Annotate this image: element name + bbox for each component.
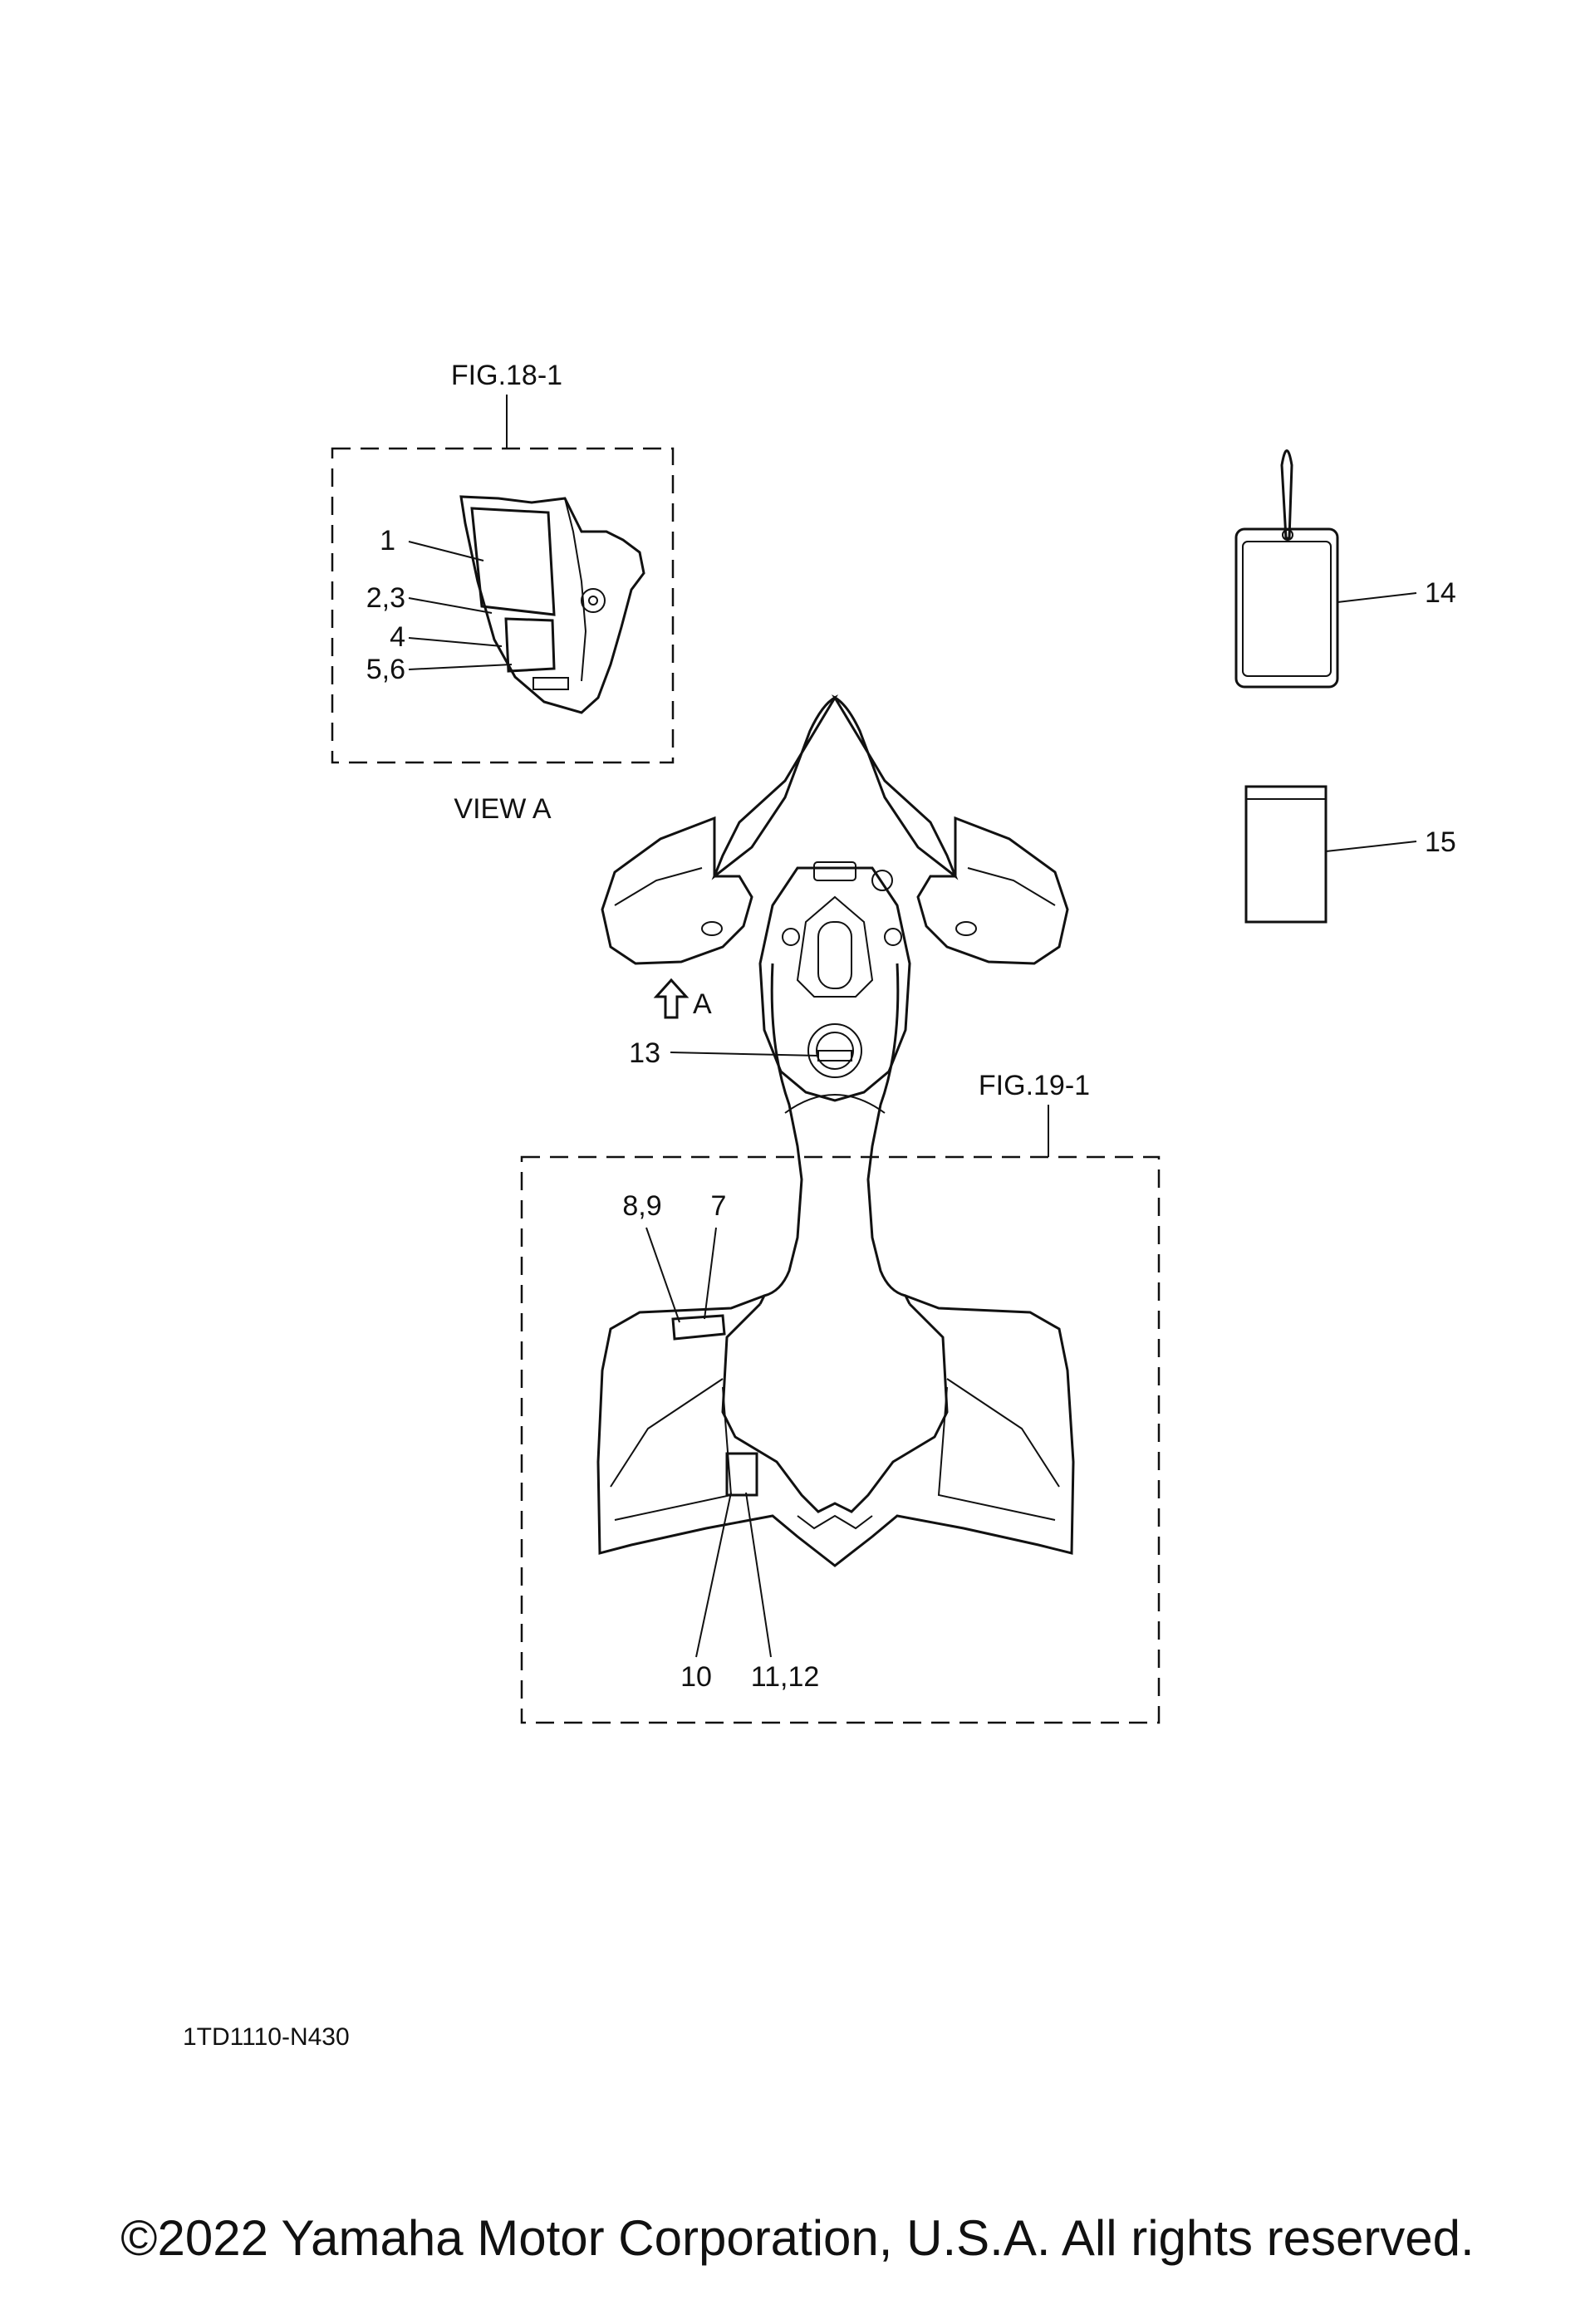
copyright-notice: ©2022 Yamaha Motor Corporation, U.S.A. A… <box>120 2210 1475 2266</box>
decal-4 <box>504 617 556 673</box>
view-a-frame <box>331 447 675 764</box>
panel-edge <box>564 498 587 682</box>
fig-19-1-inset: FIG.19-1 8,9 7 10 11,12 <box>520 1070 1161 1724</box>
callout-11-12: 11,12 <box>751 1661 820 1693</box>
callout-14: 14 <box>1425 577 1456 609</box>
callout-5-6: 5,6 <box>366 654 405 685</box>
fig-19-1-frame <box>520 1155 1161 1724</box>
rear-fender <box>596 1294 1075 1567</box>
gauge-plate <box>813 861 856 881</box>
callout-4: 4 <box>390 621 405 653</box>
vehicle-body <box>596 694 1075 1567</box>
decal-10-11-12 <box>725 1452 758 1497</box>
fig-18-1-label: FIG.18-1 <box>451 360 562 391</box>
tag-strap <box>1280 449 1293 540</box>
left-front-fender <box>601 816 753 965</box>
fuel-cap <box>807 1023 862 1078</box>
decal-7-8-9 <box>671 1314 726 1341</box>
center-console <box>758 866 911 1102</box>
handlebar-pad <box>796 895 874 998</box>
callout-7: 7 <box>711 1190 727 1222</box>
tag-item-14: 14 <box>1234 449 1456 689</box>
decal-1 <box>470 507 556 616</box>
decal-5-6 <box>532 677 569 690</box>
callout-15: 15 <box>1425 826 1456 858</box>
callout-2-3: 2,3 <box>366 582 405 614</box>
callout-8-9: 8,9 <box>622 1190 661 1222</box>
tag-body <box>1234 527 1339 689</box>
callout-13: 13 <box>629 1037 660 1069</box>
view-arrow-label: A <box>693 988 712 1020</box>
view-a-label: VIEW A <box>454 793 551 825</box>
arrow-up-icon <box>653 978 690 1019</box>
card-body <box>1244 785 1328 924</box>
view-a-arrow: A <box>653 978 712 1020</box>
fig-19-1-label: FIG.19-1 <box>979 1070 1090 1101</box>
right-front-fender <box>916 816 1069 965</box>
front-hood <box>711 694 839 880</box>
side-panel-outline <box>459 495 645 714</box>
callout-1: 1 <box>380 525 395 556</box>
part-code: 1TD1110-N430 <box>183 2023 350 2051</box>
callout-10: 10 <box>680 1661 712 1693</box>
decal-13 <box>817 1050 852 1061</box>
rear-seat-outline <box>721 1302 949 1513</box>
panel-fastener <box>581 588 606 613</box>
seat-spine <box>758 963 803 1305</box>
fig-18-1-inset: FIG.18-1 1 2,3 4 5,6 VIEW A <box>331 360 675 825</box>
card-item-15: 15 <box>1244 785 1456 924</box>
